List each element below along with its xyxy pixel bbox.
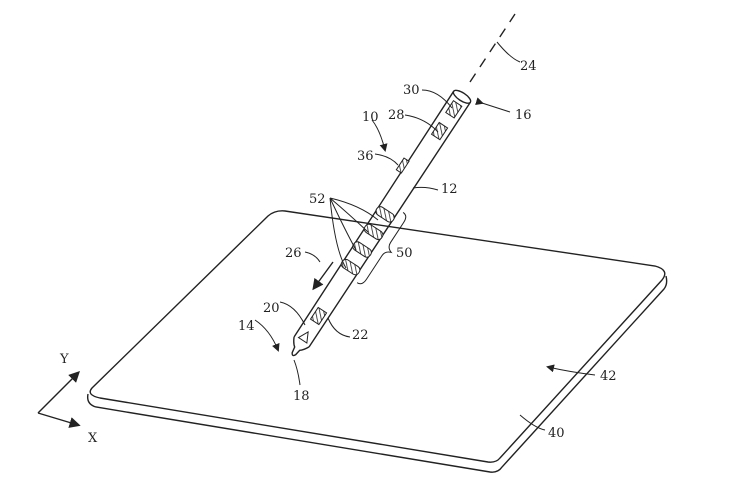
tablet xyxy=(86,210,668,473)
tip-component-20 xyxy=(297,330,309,344)
xy-axes xyxy=(37,371,81,428)
label-y: Y xyxy=(59,352,69,367)
label-42: 42 xyxy=(600,369,617,384)
label-40: 40 xyxy=(548,426,565,441)
label-10: 10 xyxy=(362,110,379,125)
label-20: 20 xyxy=(263,301,280,316)
reference-labels: 24 30 16 28 10 36 12 52 50 26 20 14 22 1… xyxy=(59,59,617,446)
label-14: 14 xyxy=(238,319,255,334)
label-12: 12 xyxy=(441,182,458,197)
stylus xyxy=(291,89,472,357)
component-30 xyxy=(445,100,463,119)
label-22: 22 xyxy=(352,328,369,343)
axis-line-24 xyxy=(469,13,516,83)
label-36: 36 xyxy=(357,149,374,164)
label-50: 50 xyxy=(396,246,413,261)
label-24: 24 xyxy=(520,59,537,74)
label-30: 30 xyxy=(403,83,420,98)
tablet-top-surface xyxy=(89,210,666,463)
electrodes-52 xyxy=(340,206,395,276)
label-52: 52 xyxy=(309,192,326,207)
label-28: 28 xyxy=(388,108,405,123)
direction-arrow-26 xyxy=(312,261,334,291)
component-28 xyxy=(430,121,449,141)
tablet-front-edge xyxy=(86,275,668,473)
stylus-body xyxy=(291,90,471,357)
label-26: 26 xyxy=(285,246,302,261)
button-36 xyxy=(395,157,410,174)
bracket-50 xyxy=(356,211,407,285)
label-x: X xyxy=(88,431,98,446)
component-22 xyxy=(309,306,328,326)
leader-lines xyxy=(254,41,596,431)
label-18: 18 xyxy=(293,389,310,404)
label-16: 16 xyxy=(515,108,532,123)
stylus-end-cap xyxy=(452,89,472,104)
